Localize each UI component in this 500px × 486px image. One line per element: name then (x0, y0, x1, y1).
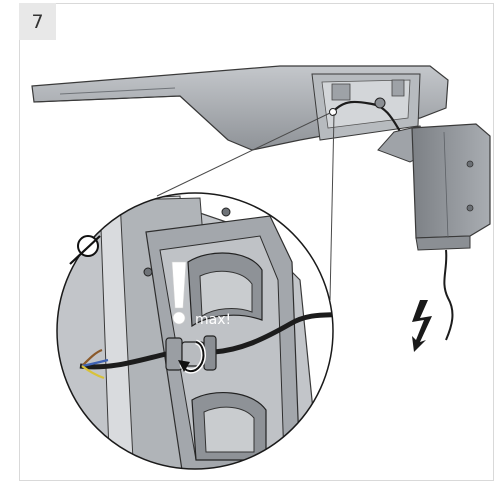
illustration-frame (19, 3, 494, 481)
warning-exclamation-icon (171, 261, 187, 325)
loosen-icon (69, 235, 101, 265)
pole-mount-bracket (377, 123, 491, 341)
step-number: 7 (19, 3, 56, 40)
lightning-bolt-icon (412, 300, 432, 352)
zoom-callout-lines (156, 112, 335, 301)
rotate-arrow-icon (178, 339, 206, 374)
max-warning-label: max! (195, 312, 231, 328)
luminaire-housing (31, 65, 449, 151)
